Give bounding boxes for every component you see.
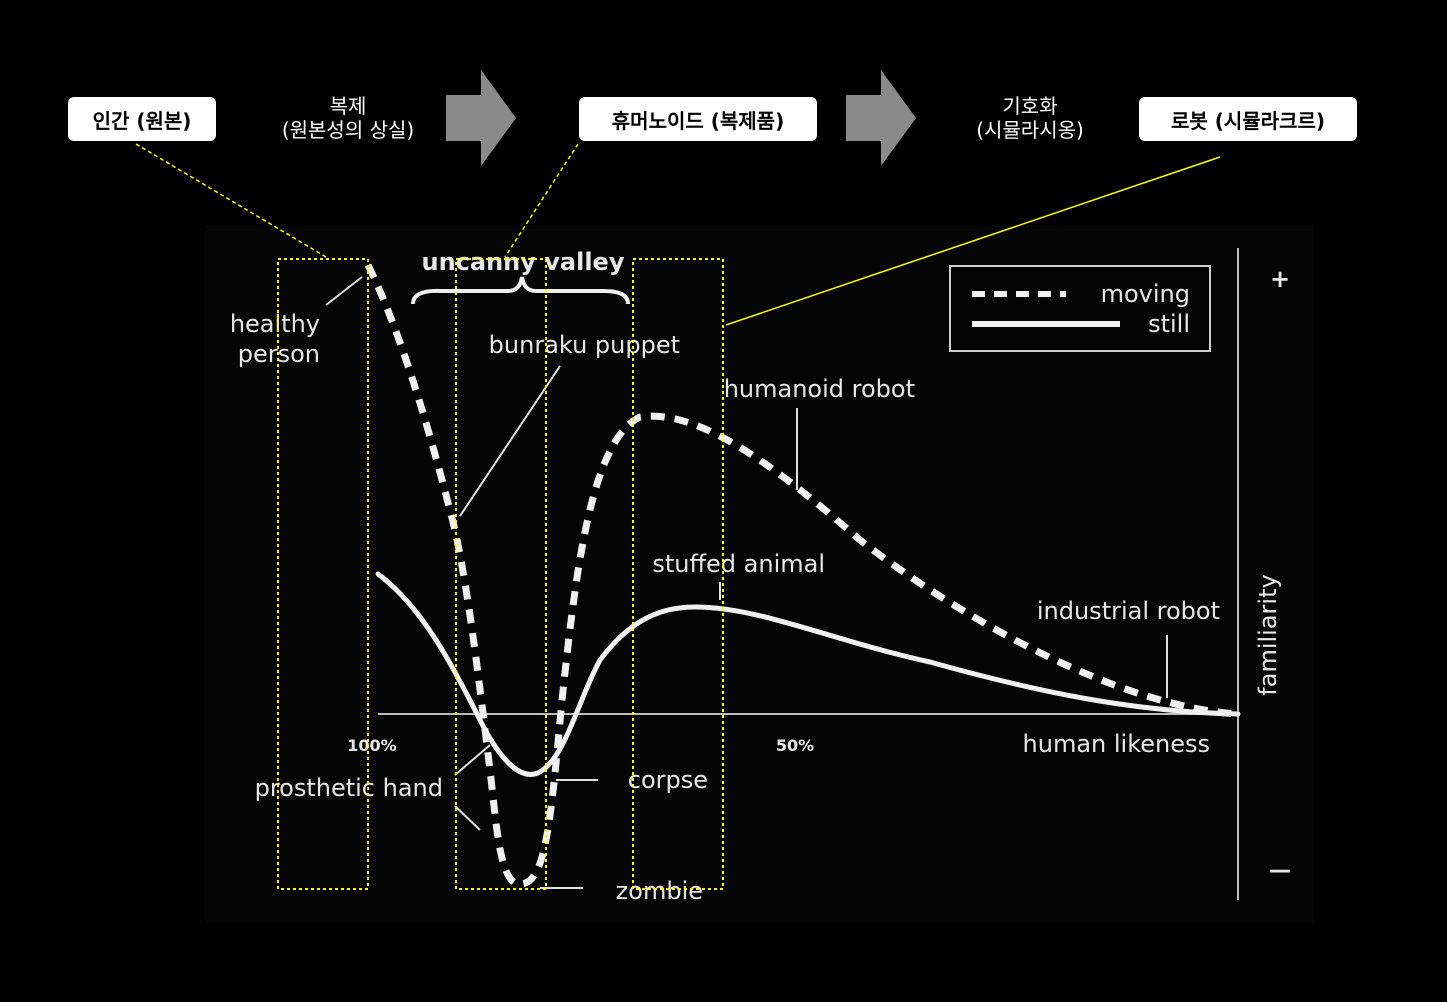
pointer-bunraku-puppet <box>459 365 561 517</box>
legend-still-label: still <box>1148 310 1190 338</box>
box-humanoid-label: 휴머노이드 (복제품) <box>611 108 785 133</box>
pointer-prosthetic-hand <box>454 744 491 776</box>
x-tick-50: 50% <box>776 736 814 755</box>
connector-humanoid <box>504 143 579 258</box>
box-robot-label: 로봇 (시뮬라크르) <box>1170 108 1326 133</box>
legend-box <box>949 265 1211 352</box>
uncanny-valley-label: uncanny valley <box>422 248 625 276</box>
annotation-zombie: zombie <box>616 877 703 905</box>
connector-human <box>135 143 327 258</box>
highlight-region-human <box>277 258 369 890</box>
y-axis-label: familiarity <box>1254 574 1282 695</box>
box-human-label: 인간 (원본) <box>92 108 192 133</box>
annotation-industrial-robot: industrial robot <box>1037 597 1220 625</box>
step-symbol-line2: (시뮬라시옹) <box>976 118 1084 142</box>
highlight-region-humanoid <box>632 258 724 890</box>
x-axis-label: human likeness <box>1023 730 1210 758</box>
flow-arrow-icon <box>446 70 516 166</box>
annotation-healthy: healthy <box>230 310 320 338</box>
chart-background <box>205 225 1313 923</box>
annotation-stuffed-animal: stuffed animal <box>652 550 825 578</box>
box-robot-simulacre: 로봇 (시뮬라크르) <box>1139 97 1357 141</box>
y-axis-plus: + <box>1270 265 1290 293</box>
legend-moving-label: moving <box>1101 280 1190 308</box>
step-copy-line1: 복제 <box>329 94 367 118</box>
connector-robot <box>725 156 1221 326</box>
highlight-region-valley <box>455 258 547 890</box>
step-symbol-line1: 기호화 <box>1002 94 1058 118</box>
x-tick-100: 100% <box>347 736 396 755</box>
annotation-humanoid-robot: humanoid robot <box>724 375 915 403</box>
step-copy: 복제 (원본성의 상실) <box>248 94 448 142</box>
step-symbol: 기호화 (시뮬라시옹) <box>930 94 1130 142</box>
pointer-prosthetic-hand-lower <box>454 805 481 831</box>
flow-arrow-icon <box>846 70 916 166</box>
box-humanoid-copy: 휴머노이드 (복제품) <box>579 97 817 141</box>
still-curve <box>375 571 1241 777</box>
annotation-corpse: corpse <box>628 766 708 794</box>
annotation-bunraku-puppet: bunraku puppet <box>489 331 680 359</box>
pointer-healthy-person <box>325 276 363 306</box>
y-axis-minus: — <box>1269 858 1291 883</box>
box-human-original: 인간 (원본) <box>68 97 216 141</box>
uncanny-valley-brace <box>411 276 630 305</box>
annotation-prosthetic-hand: prosthetic hand <box>255 774 443 802</box>
step-copy-line2: (원본성의 상실) <box>281 118 415 142</box>
